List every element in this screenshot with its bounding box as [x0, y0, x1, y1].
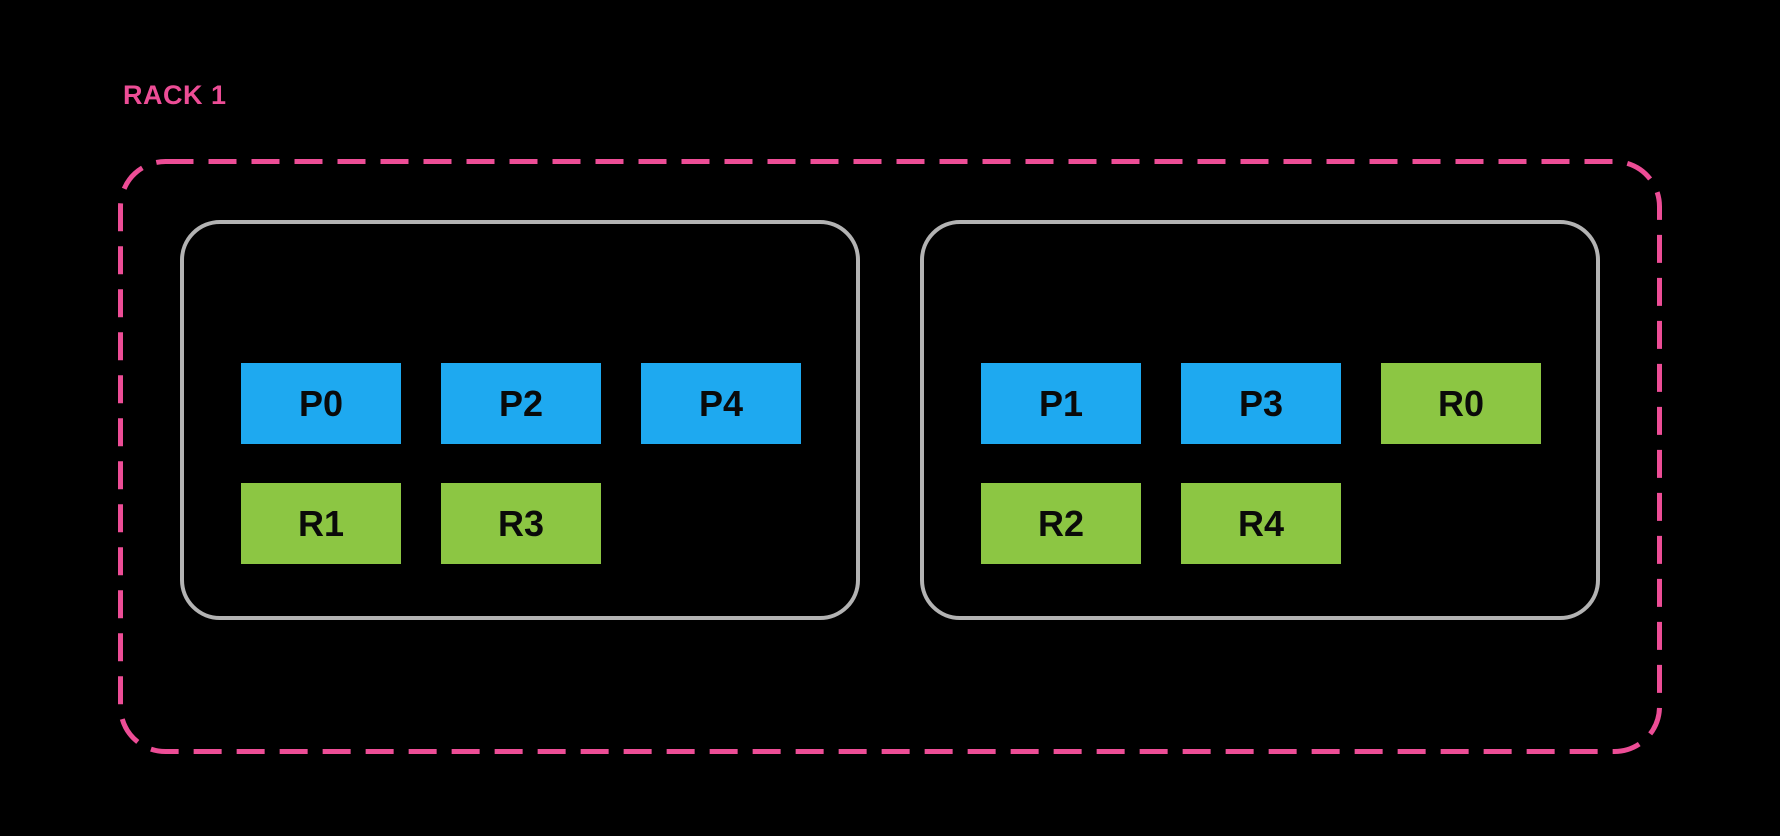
host-box-left: P0 P2 P4 R1 R3: [180, 220, 860, 620]
rack-dashed-border: [118, 159, 1662, 754]
shard-block-r4: R4: [1181, 483, 1341, 564]
shard-block-r0: R0: [1381, 363, 1541, 444]
shard-block-p2: P2: [441, 363, 601, 444]
shard-block-r3: R3: [441, 483, 601, 564]
shard-block-r1: R1: [241, 483, 401, 564]
shard-block-p4: P4: [641, 363, 801, 444]
rack-title: RACK 1: [123, 80, 227, 110]
shard-block-r2: R2: [981, 483, 1141, 564]
shard-block-p3: P3: [1181, 363, 1341, 444]
shard-block-p0: P0: [241, 363, 401, 444]
shard-block-p1: P1: [981, 363, 1141, 444]
host-box-right: P1 P3 R0 R2 R4: [920, 220, 1600, 620]
